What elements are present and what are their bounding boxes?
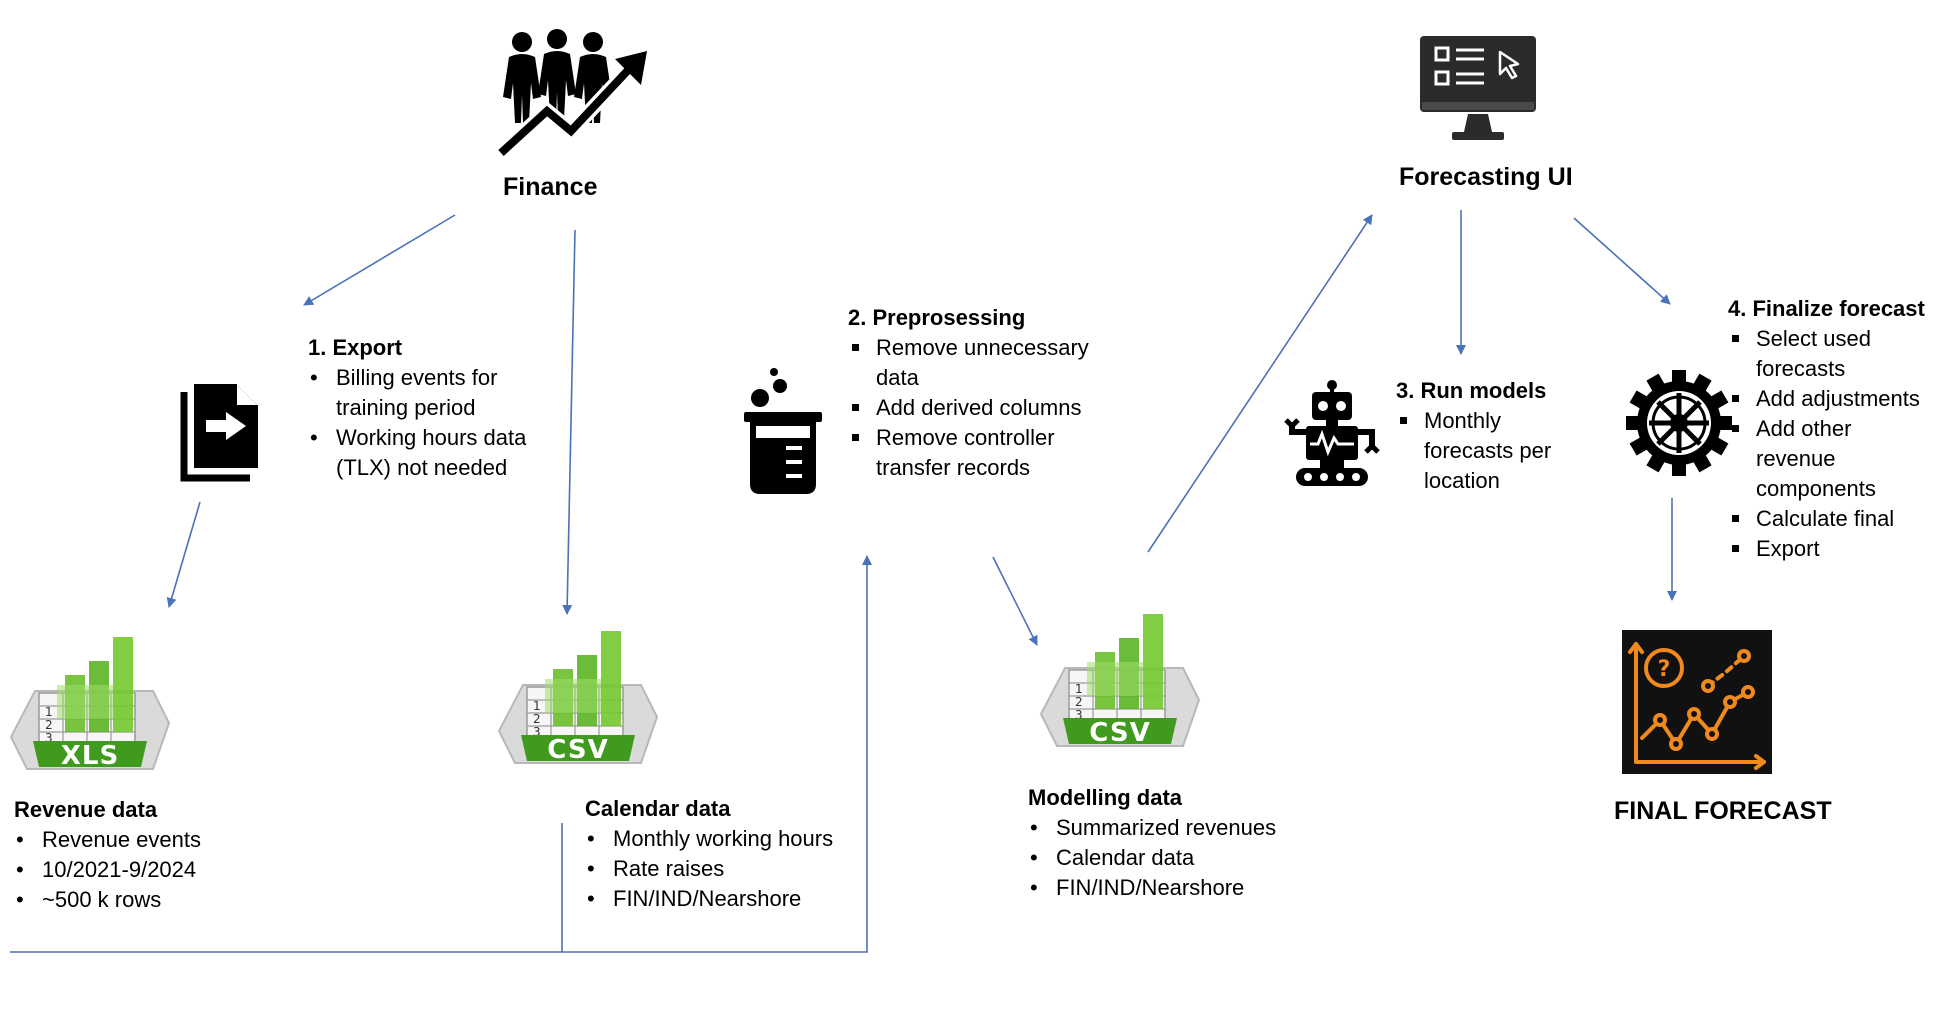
list-item: Summarized revenues [1028, 813, 1318, 843]
revenue-badge-text: XLS [61, 741, 119, 771]
svg-text:1: 1 [533, 699, 541, 713]
dataset-modelling: Modelling data Summarized revenues Calen… [1028, 783, 1318, 903]
arrow-finance-to-export [303, 214, 456, 306]
step-preprocessing: 2. Preprosessing Remove unnecessary data… [848, 303, 1108, 483]
svg-text:3: 3 [1075, 708, 1083, 722]
step-preprocessing-title: 2. Preprosessing [848, 305, 1026, 330]
list-item: Revenue events [14, 825, 274, 855]
list-item: Remove controller transfer records [848, 423, 1108, 483]
finance-label: Finance [503, 173, 598, 201]
list-item: Add derived columns [848, 393, 1108, 423]
list-item: Calculate final [1728, 504, 1933, 534]
svg-text:2: 2 [45, 718, 53, 732]
calendar-badge-text: CSV [547, 735, 608, 765]
forecast-chart-icon: ? [1622, 630, 1772, 774]
monitor-icon [1420, 36, 1536, 140]
list-item: Select used forecasts [1728, 324, 1933, 384]
list-item: Rate raises [585, 854, 885, 884]
step-finalize-title: 4. Finalize forecast [1728, 296, 1925, 321]
list-item: Export [1728, 534, 1933, 564]
modelling-badge-text: CSV [1089, 718, 1150, 748]
svg-text:2: 2 [533, 712, 541, 726]
arrow-export-to-revenue [166, 501, 201, 608]
list-item: Calendar data [1028, 843, 1318, 873]
final-forecast-label: FINAL FORECAST [1614, 797, 1832, 825]
svg-text:3: 3 [45, 731, 53, 745]
robot-icon [1284, 380, 1380, 486]
xls-file-icon: 123 XLS [9, 637, 171, 771]
list-item: Monthly forecasts per location [1396, 406, 1596, 496]
step-run-models-title: 3. Run models [1396, 378, 1547, 403]
dataset-revenue: Revenue data Revenue events 10/2021-9/20… [14, 795, 274, 915]
svg-text:3: 3 [533, 725, 541, 739]
list-item: Add other revenue components [1728, 414, 1933, 504]
export-document-icon [180, 384, 258, 482]
list-item: Working hours data (TLX) not needed [308, 423, 538, 483]
forecasting-ui-label: Forecasting UI [1399, 163, 1573, 191]
step-export: 1. Export Billing events for training pe… [308, 333, 538, 483]
dataset-revenue-title: Revenue data [14, 797, 158, 822]
list-item: Add adjustments [1728, 384, 1933, 414]
arrow-forecasting-ui-to-finalize [1573, 217, 1671, 305]
dataset-calendar: Calendar data Monthly working hours Rate… [585, 794, 885, 914]
arrow-finance-to-calendar [562, 229, 576, 615]
arrow-modelling-to-forecasting-ui [1147, 214, 1373, 553]
line-data-to-preprocessing [10, 555, 872, 953]
svg-text:?: ? [1658, 657, 1671, 682]
svg-text:1: 1 [45, 705, 53, 719]
dataset-calendar-title: Calendar data [585, 796, 731, 821]
csv-file-icon: 123 CSV [1039, 614, 1201, 748]
list-item: ~500 k rows [14, 885, 274, 915]
list-item: Remove unnecessary data [848, 333, 1108, 393]
csv-file-icon: 123 CSV [497, 631, 659, 765]
dataset-modelling-title: Modelling data [1028, 785, 1182, 810]
list-item: 10/2021-9/2024 [14, 855, 274, 885]
beaker-icon [744, 368, 822, 494]
people-growth-icon [495, 29, 647, 159]
list-item: FIN/IND/Nearshore [585, 884, 885, 914]
step-run-models: 3. Run models Monthly forecasts per loca… [1396, 376, 1596, 496]
list-item: FIN/IND/Nearshore [1028, 873, 1318, 903]
step-finalize: 4. Finalize forecast Select used forecas… [1728, 294, 1933, 564]
svg-text:2: 2 [1075, 695, 1083, 709]
arrow-preprocessing-to-modelling [992, 556, 1038, 646]
gear-icon [1626, 370, 1732, 476]
list-item: Monthly working hours [585, 824, 885, 854]
list-item: Billing events for training period [308, 363, 538, 423]
svg-text:1: 1 [1075, 682, 1083, 696]
step-export-title: 1. Export [308, 335, 403, 360]
